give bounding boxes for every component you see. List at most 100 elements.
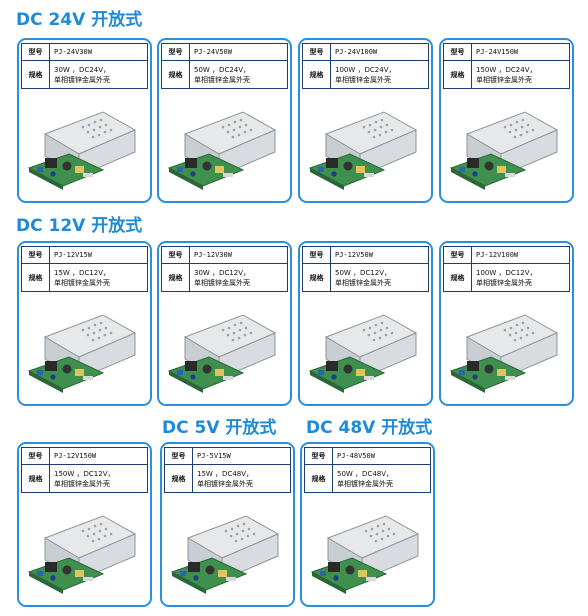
- spec-label: 规格: [444, 264, 472, 291]
- spec-row: 规格 100W ，DC12V， 单相镀锌金属外壳: [443, 264, 570, 292]
- product-card[interactable]: 型号 PJ-12V15W 规格 15W ，DC12V， 单相镀锌金属外壳: [17, 241, 152, 406]
- spec-label: 规格: [444, 61, 472, 88]
- model-value: PJ-24V100W: [335, 48, 378, 56]
- spec-line-1: 15W ，DC12V，: [54, 268, 111, 277]
- model-row: 型号 PJ-12V100W: [443, 246, 570, 264]
- model-row: 型号 PJ-12V15W: [21, 246, 148, 264]
- model-row: 型号 PJ-24V100W: [302, 43, 429, 61]
- spec-line-1: 100W ，DC24V，: [335, 65, 396, 74]
- spec-line-2: 单相镀锌金属外壳: [194, 278, 250, 287]
- model-label: 型号: [162, 247, 190, 263]
- spec-label: 规格: [303, 61, 331, 88]
- power-supply-image: [310, 515, 420, 594]
- power-supply-image: [449, 314, 559, 393]
- power-supply-image: [308, 111, 418, 190]
- spec-row: 规格 100W ，DC24V， 单相镀锌金属外壳: [302, 61, 429, 89]
- product-card[interactable]: 型号 PJ-48V50W 规格 50W ，DC48V， 单相镀锌金属外壳: [300, 442, 435, 607]
- model-row: 型号 PJ-12V50W: [302, 246, 429, 264]
- spec-value: 15W ，DC48V， 单相镀锌金属外壳: [193, 465, 290, 492]
- spec-label: 规格: [22, 61, 50, 88]
- spec-line-1: 50W ，DC12V，: [335, 268, 392, 277]
- model-label: 型号: [165, 448, 193, 464]
- power-supply-image: [308, 314, 418, 393]
- model-label: 型号: [303, 247, 331, 263]
- spec-value: 100W ，DC12V， 单相镀锌金属外壳: [472, 264, 569, 291]
- spec-label: 规格: [303, 264, 331, 291]
- spec-line-1: 50W ，DC48V，: [337, 469, 394, 478]
- spec-row: 规格 50W ，DC12V， 单相镀锌金属外壳: [302, 264, 429, 292]
- spec-label: 规格: [305, 465, 333, 492]
- product-card[interactable]: 型号 PJ-12V30W 规格 30W ，DC12V， 单相镀锌金属外壳: [157, 241, 292, 406]
- product-card[interactable]: 型号 PJ-5V15W 规格 15W ，DC48V， 单相镀锌金属外壳: [160, 442, 295, 607]
- model-label: 型号: [162, 44, 190, 60]
- spec-row: 规格 50W ，DC48V， 单相镀锌金属外壳: [304, 465, 431, 493]
- spec-label: 规格: [162, 61, 190, 88]
- model-value: PJ-12V50W: [335, 251, 373, 259]
- model-label: 型号: [303, 44, 331, 60]
- product-card[interactable]: 型号 PJ-12V100W 规格 100W ，DC12V， 单相镀锌金属外壳: [439, 241, 574, 406]
- product-card[interactable]: 型号 PJ-24V150W 规格 150W ，DC24V， 单相镀锌金属外壳: [439, 38, 574, 203]
- spec-row: 规格 150W ，DC24V， 单相镀锌金属外壳: [443, 61, 570, 89]
- heading-dc12v: DC 12V 开放式: [16, 216, 143, 236]
- model-label: 型号: [22, 448, 50, 464]
- spec-line-2: 单相镀锌金属外壳: [476, 75, 532, 84]
- spec-value: 50W ，DC24V， 单相镀锌金属外壳: [190, 61, 287, 88]
- spec-line-2: 单相镀锌金属外壳: [337, 479, 393, 488]
- model-row: 型号 PJ-24V150W: [443, 43, 570, 61]
- spec-line-2: 单相镀锌金属外壳: [197, 479, 253, 488]
- spec-row: 规格 15W ，DC48V， 单相镀锌金属外壳: [164, 465, 291, 493]
- model-row: 型号 PJ-12V150W: [21, 447, 148, 465]
- model-label: 型号: [444, 247, 472, 263]
- spec-row: 规格 30W ，DC24V， 单相镀锌金属外壳: [21, 61, 148, 89]
- power-supply-image: [167, 111, 277, 190]
- spec-label: 规格: [22, 264, 50, 291]
- model-label: 型号: [305, 448, 333, 464]
- power-supply-image: [27, 314, 137, 393]
- product-card[interactable]: 型号 PJ-24V50W 规格 50W ，DC24V， 单相镀锌金属外壳: [157, 38, 292, 203]
- model-value: PJ-12V15W: [54, 251, 92, 259]
- spec-line-2: 单相镀锌金属外壳: [335, 278, 391, 287]
- model-value: PJ-12V150W: [54, 452, 97, 460]
- spec-row: 规格 15W ，DC12V， 单相镀锌金属外壳: [21, 264, 148, 292]
- product-card[interactable]: 型号 PJ-24V30W 规格 30W ，DC24V， 单相镀锌金属外壳: [17, 38, 152, 203]
- product-card[interactable]: 型号 PJ-12V150W 规格 150W ，DC12V， 单相镀锌金属外壳: [17, 442, 152, 607]
- heading-dc48v: DC 48V 开放式: [306, 418, 433, 438]
- spec-line-2: 单相镀锌金属外壳: [194, 75, 250, 84]
- spec-row: 规格 30W ，DC12V， 单相镀锌金属外壳: [161, 264, 288, 292]
- model-row: 型号 PJ-5V15W: [164, 447, 291, 465]
- product-card[interactable]: 型号 PJ-12V50W 规格 50W ，DC12V， 单相镀锌金属外壳: [298, 241, 433, 406]
- power-supply-image: [27, 111, 137, 190]
- model-value: PJ-24V50W: [194, 48, 232, 56]
- power-supply-image: [27, 515, 137, 594]
- model-value: PJ-24V150W: [476, 48, 519, 56]
- model-value: PJ-48V50W: [337, 452, 375, 460]
- spec-label: 规格: [165, 465, 193, 492]
- spec-value: 50W ，DC48V， 单相镀锌金属外壳: [333, 465, 430, 492]
- spec-value: 50W ，DC12V， 单相镀锌金属外壳: [331, 264, 428, 291]
- spec-line-2: 单相镀锌金属外壳: [335, 75, 391, 84]
- spec-line-2: 单相镀锌金属外壳: [476, 278, 532, 287]
- model-label: 型号: [22, 44, 50, 60]
- model-label: 型号: [22, 247, 50, 263]
- spec-line-1: 100W ，DC12V，: [476, 268, 537, 277]
- model-label: 型号: [444, 44, 472, 60]
- spec-value: 150W ，DC12V， 单相镀锌金属外壳: [50, 465, 147, 492]
- power-supply-image: [167, 314, 277, 393]
- spec-value: 30W ，DC12V， 单相镀锌金属外壳: [190, 264, 287, 291]
- spec-label: 规格: [162, 264, 190, 291]
- power-supply-image: [449, 111, 559, 190]
- spec-row: 规格 50W ，DC24V， 单相镀锌金属外壳: [161, 61, 288, 89]
- spec-line-1: 150W ，DC12V，: [54, 469, 115, 478]
- model-row: 型号 PJ-24V30W: [21, 43, 148, 61]
- spec-line-1: 50W ，DC24V，: [194, 65, 251, 74]
- spec-row: 规格 150W ，DC12V， 单相镀锌金属外壳: [21, 465, 148, 493]
- model-row: 型号 PJ-12V30W: [161, 246, 288, 264]
- product-card[interactable]: 型号 PJ-24V100W 规格 100W ，DC24V， 单相镀锌金属外壳: [298, 38, 433, 203]
- heading-dc5v: DC 5V 开放式: [162, 418, 277, 438]
- spec-value: 15W ，DC12V， 单相镀锌金属外壳: [50, 264, 147, 291]
- spec-label: 规格: [22, 465, 50, 492]
- model-value: PJ-12V30W: [194, 251, 232, 259]
- spec-line-1: 15W ，DC48V，: [197, 469, 254, 478]
- spec-value: 100W ，DC24V， 单相镀锌金属外壳: [331, 61, 428, 88]
- spec-line-2: 单相镀锌金属外壳: [54, 278, 110, 287]
